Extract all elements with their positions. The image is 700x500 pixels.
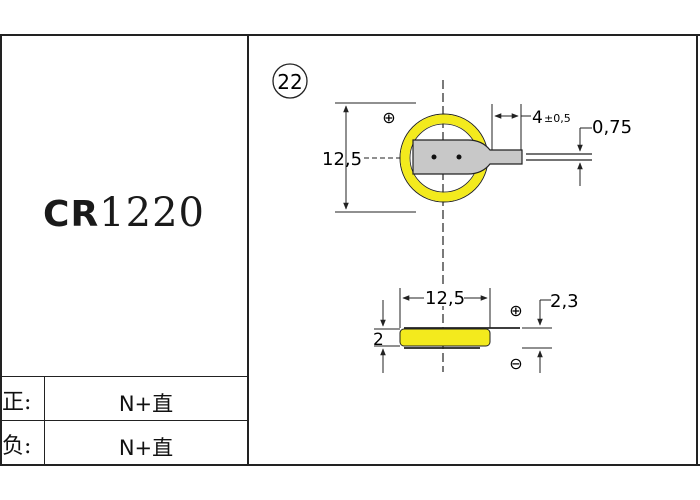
right-border bbox=[696, 34, 698, 466]
positive-value: N+直 bbox=[118, 392, 174, 416]
tab-thickness-label: 0,75 bbox=[592, 117, 632, 138]
bottom-border bbox=[0, 464, 700, 466]
weld-point-1 bbox=[431, 154, 437, 160]
positive-label: 正: bbox=[2, 390, 32, 415]
figure-number-circle bbox=[272, 63, 308, 99]
tab-offset-label: 4 bbox=[532, 108, 543, 128]
model-prefix: CR bbox=[43, 194, 100, 235]
column-divider bbox=[247, 34, 249, 466]
left-border bbox=[0, 34, 2, 466]
side-negative-symbol: ⊖ bbox=[509, 354, 522, 373]
cell-side-body bbox=[399, 328, 491, 347]
total-height-label: 2,3 bbox=[550, 291, 579, 312]
model-number: 1220 bbox=[99, 190, 205, 236]
side-diameter-label: 12,5 bbox=[425, 288, 465, 309]
weld-point-2 bbox=[456, 154, 462, 160]
negative-label: 负: bbox=[2, 434, 32, 459]
label-column-divider bbox=[44, 376, 45, 466]
top-polarity-symbol: ⊕ bbox=[382, 108, 395, 127]
side-diameter-label-bg bbox=[424, 288, 464, 306]
negative-value: N+直 bbox=[118, 436, 174, 460]
tab-offset-tolerance: ±0,5 bbox=[544, 112, 571, 125]
top-border bbox=[0, 34, 700, 36]
solder-tab bbox=[412, 139, 523, 175]
row-divider-2 bbox=[0, 420, 249, 421]
cell-height-label: 2 bbox=[373, 330, 384, 350]
side-positive-symbol: ⊕ bbox=[509, 301, 522, 320]
model-name: CR1220 bbox=[0, 190, 248, 236]
figure-number: 22 bbox=[277, 70, 302, 94]
row-divider-1 bbox=[0, 376, 249, 377]
top-diameter-label: 12,5 bbox=[322, 149, 362, 170]
